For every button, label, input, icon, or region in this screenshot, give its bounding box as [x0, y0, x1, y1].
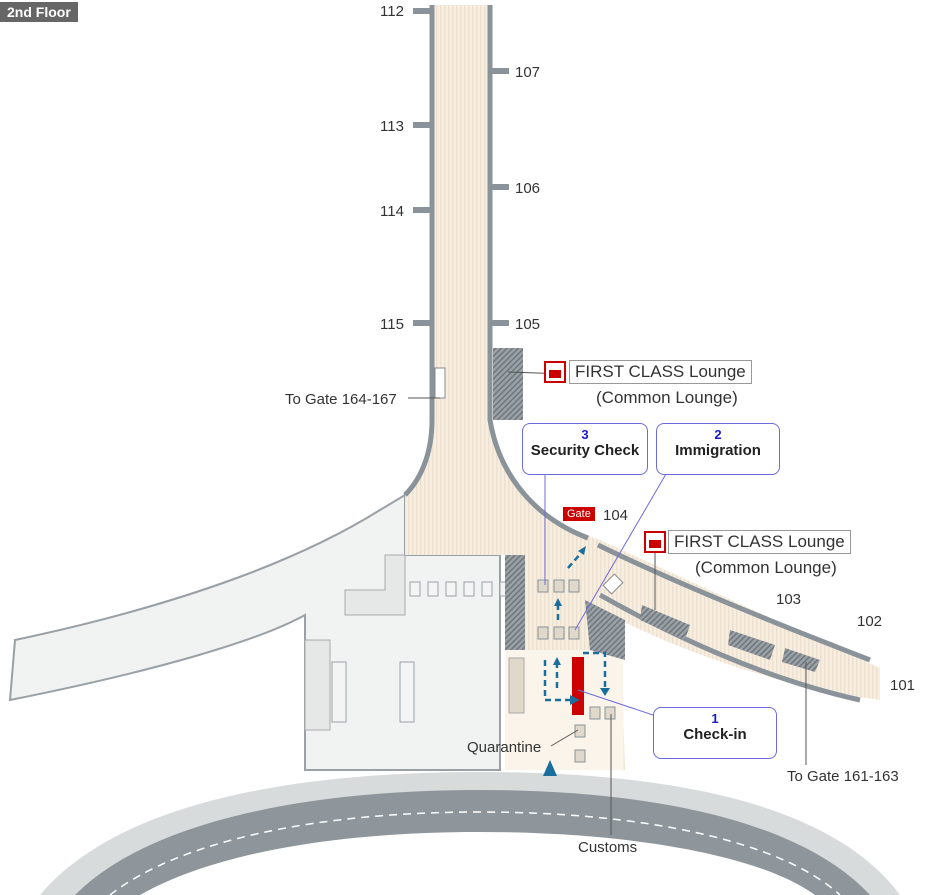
customs-label: Customs [578, 839, 637, 856]
step-title: Check-in [683, 726, 747, 743]
first-class-lounge-label-2[interactable]: FIRST CLASS Lounge [668, 530, 851, 554]
gate-115-label: 115 [380, 316, 404, 333]
gate-113-label: 113 [380, 118, 404, 135]
first-class-lounge-label-1[interactable]: FIRST CLASS Lounge [569, 360, 752, 384]
to-gate-161-label: To Gate 161-163 [787, 768, 899, 785]
gate-tag: Gate [563, 507, 595, 521]
gate-114-label: 114 [380, 203, 404, 220]
entrance-arrow-icon [543, 760, 557, 776]
step-title: Security Check [530, 442, 640, 459]
gate-107-label: 107 [515, 64, 540, 81]
quarantine-label: Quarantine [467, 739, 541, 756]
lounge-area-2 [640, 605, 690, 640]
step-immigration[interactable]: 2 Immigration [656, 423, 780, 475]
gate-112-label: 112 [380, 3, 404, 20]
step-security-check[interactable]: 3 Security Check [522, 423, 648, 475]
west-wing [8, 493, 501, 771]
lounge-area-1 [493, 348, 523, 420]
security-counters [537, 579, 616, 763]
step-number: 3 [581, 427, 589, 442]
common-lounge-label-2: (Common Lounge) [695, 558, 837, 577]
step-title: Immigration [675, 442, 761, 459]
route [543, 551, 607, 702]
gate-102-label: 102 [857, 613, 882, 630]
common-lounge-label-1: (Common Lounge) [596, 388, 738, 407]
gate-105-label: 105 [515, 316, 540, 333]
gate-103-label: 103 [776, 591, 801, 608]
gate-104-label: 104 [603, 507, 628, 524]
step-check-in[interactable]: 1 Check-in [653, 707, 777, 759]
gate-stubs [413, 8, 509, 326]
escalator-icon [434, 367, 446, 399]
step-number: 2 [714, 427, 722, 442]
step-number: 1 [711, 711, 719, 726]
floor-badge: 2nd Floor [0, 2, 78, 22]
gate-101-label: 101 [890, 677, 915, 694]
to-gate-164-label: To Gate 164-167 [285, 391, 397, 408]
check-in-counter [572, 657, 584, 715]
gate-106-label: 106 [515, 180, 540, 197]
